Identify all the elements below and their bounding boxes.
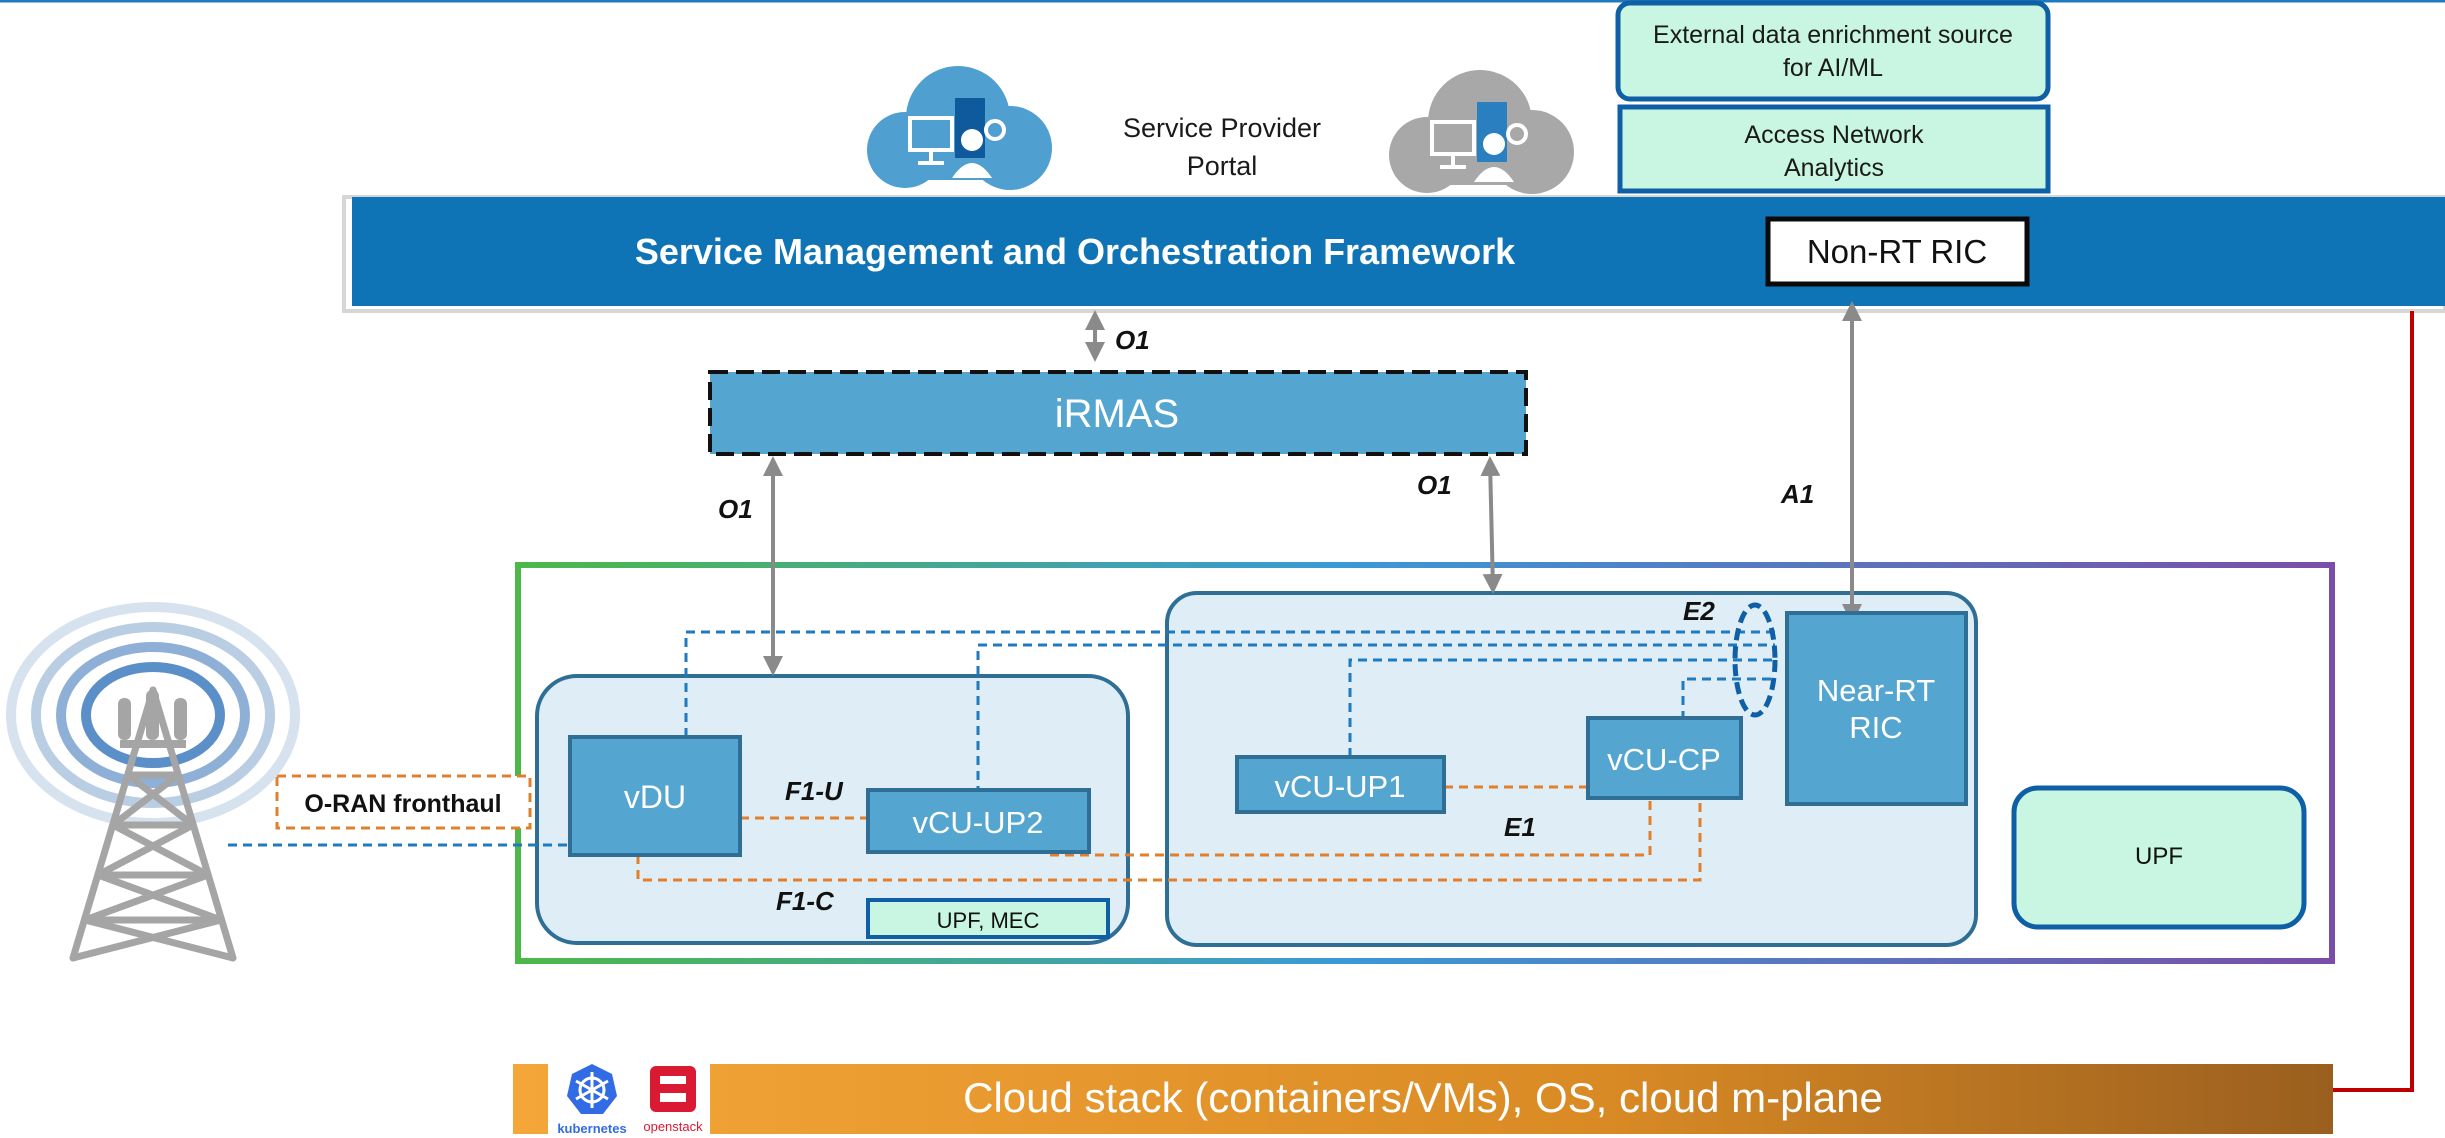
e1-label: E1 bbox=[1504, 812, 1536, 842]
vcu-up2-node bbox=[866, 788, 1091, 854]
openstack-logo-text: openstack bbox=[643, 1119, 703, 1134]
openstack-logo-icon bbox=[650, 1066, 696, 1112]
f1-u-label: F1-U bbox=[785, 776, 844, 806]
a1-label: A1 bbox=[1780, 479, 1814, 509]
upf-label: UPF bbox=[2135, 843, 2183, 870]
external-data-source-line1: External data enrichment source bbox=[1653, 21, 2013, 49]
kubernetes-logo-text: kubernetes bbox=[557, 1121, 626, 1136]
ran-deployment-frame bbox=[515, 562, 2335, 964]
vcu-cp-node bbox=[1586, 716, 1743, 800]
upf-box bbox=[2011, 785, 2307, 930]
o1-left-label: O1 bbox=[718, 494, 753, 524]
vcu-cp-label: vCU-CP bbox=[1607, 742, 1721, 777]
access-network-analytics-line2: Analytics bbox=[1784, 154, 1884, 182]
near-rt-ric-label-line1: Near-RT bbox=[1817, 673, 1935, 708]
o1-right-arrow bbox=[1480, 456, 1503, 594]
cell-tower-icon bbox=[6, 602, 300, 962]
access-network-analytics-box bbox=[1617, 104, 2051, 194]
access-network-analytics-line1: Access Network bbox=[1744, 121, 1924, 149]
vcu-up1-label: vCU-UP1 bbox=[1275, 769, 1406, 804]
portal-cloud-icon-grey bbox=[1389, 70, 1574, 194]
near-rt-ric-node bbox=[1785, 611, 1968, 806]
portal-cloud-icon-blue bbox=[867, 66, 1052, 190]
external-data-source-line2: for AI/ML bbox=[1783, 54, 1883, 82]
upf-mec-label: UPF, MEC bbox=[937, 908, 1040, 933]
f1-e1-links bbox=[636, 785, 1702, 882]
vdu-node bbox=[568, 735, 742, 857]
irmas-box bbox=[708, 370, 1528, 456]
upf-mec-box bbox=[866, 898, 1110, 939]
portal-label-line1: Service Provider bbox=[1123, 113, 1321, 143]
e2-interface-marker bbox=[1732, 602, 1778, 718]
e2-label: E2 bbox=[1683, 596, 1715, 626]
o-ran-fronthaul-label: O-RAN fronthaul bbox=[304, 790, 501, 818]
cloud-stack-label: Cloud stack (containers/VMs), OS, cloud … bbox=[963, 1074, 1883, 1121]
f1-c-label: F1-C bbox=[776, 886, 835, 916]
external-data-source-box bbox=[1615, 0, 2051, 102]
o-ran-fronthaul-box bbox=[275, 774, 532, 830]
vcu-up2-label: vCU-UP2 bbox=[913, 805, 1044, 840]
irmas-label: iRMAS bbox=[1055, 392, 1179, 436]
o1-right-label: O1 bbox=[1417, 470, 1452, 500]
vdu-label: vDU bbox=[624, 779, 686, 815]
smo-cloud-link bbox=[2333, 311, 2414, 1092]
non-rt-ric-box bbox=[1765, 216, 2030, 287]
non-rt-ric-label: Non-RT RIC bbox=[1807, 233, 1987, 270]
vcu-up1-node bbox=[1235, 755, 1446, 814]
smo-bar bbox=[352, 197, 2445, 306]
o1-top-label: O1 bbox=[1115, 325, 1150, 355]
smo-title: Service Management and Orchestration Fra… bbox=[635, 231, 1516, 272]
e2-links bbox=[684, 630, 1775, 795]
portal-label-line2: Portal bbox=[1187, 151, 1258, 181]
kubernetes-logo-icon bbox=[567, 1064, 617, 1114]
near-rt-ric-label-line2: RIC bbox=[1849, 710, 1902, 745]
cloud-stack-bar bbox=[513, 1064, 2333, 1134]
